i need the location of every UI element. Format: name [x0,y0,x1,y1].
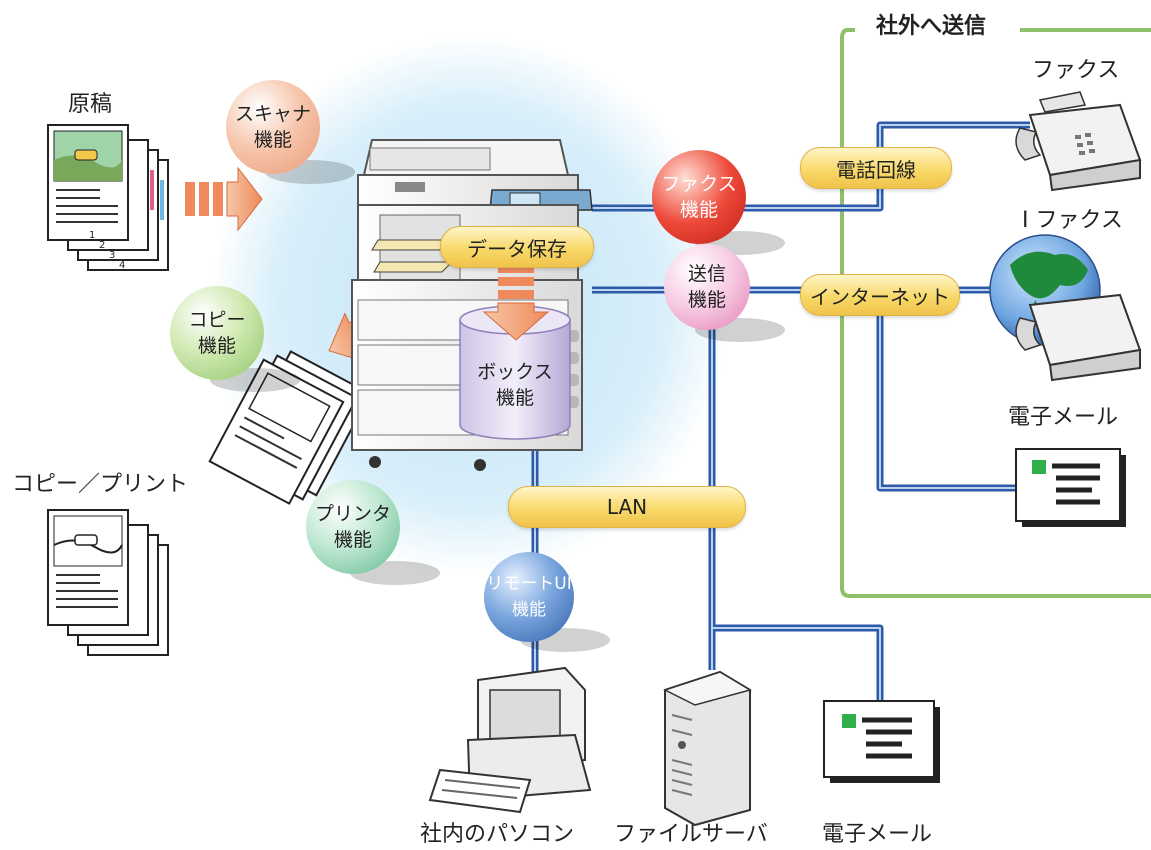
send-ball-line-1: 送信 [687,263,726,285]
page-number-4: 4 [119,260,126,271]
printed-output-papers [208,350,372,505]
scanner-ball-line-1: スキャナ [234,103,311,125]
original-document-stack [47,124,169,271]
original-label: 原稿 [68,92,113,117]
email-internal-label: 電子メール [822,822,933,847]
printer-ball-line-1: プリンタ [314,503,391,525]
lan-pill: LAN [508,486,746,528]
copy-print-stack [47,509,169,656]
send-ball-line-2: 機能 [687,289,726,311]
remote-ui-function-ball: リモートUI 機能 [484,552,574,642]
remote-ui-ball-line-2: 機能 [512,600,546,620]
box-function-label: ボックス 機能 [462,350,568,420]
fax-machine [1015,91,1142,192]
internet-pill: インターネット [800,274,960,316]
scanner-ball-line-2: 機能 [253,129,292,151]
fax-function-ball: ファクス 機能 [652,150,746,244]
internet-fax [989,234,1142,382]
email-external-icon [1015,448,1126,527]
file-server [663,670,752,827]
printer-ball-line-2: 機能 [333,529,372,551]
fax-destination-label: ファクス [1032,58,1120,83]
email-external-label: 電子メール [1008,405,1119,430]
file-server-label: ファイルサーバ [614,822,768,847]
page-number-2: 2 [99,240,106,251]
box-label-line-1: ボックス [477,361,553,383]
data-save-arrow [482,264,550,341]
data-save-pill: データ保存 [440,226,594,268]
send-function-ball: 送信 機能 [664,244,750,330]
external-send-title: 社外へ送信 [868,14,995,40]
email-internal-icon [823,700,940,783]
fax-ball-line-2: 機能 [679,199,718,221]
phone-line-pill: 電話回線 [800,147,952,189]
pc-label: 社内のパソコン [420,822,575,847]
pc-workstation [428,666,592,814]
scanner-function-ball: スキャナ 機能 [226,80,320,174]
copy-ball-line-2: 機能 [197,335,236,357]
remote-ui-ball-line-1: リモートUI [486,574,572,594]
copy-function-ball: コピー 機能 [170,286,264,380]
scan-input-arrow [185,166,263,232]
page-number-3: 3 [109,250,116,261]
ifax-destination-label: I ファクス [1022,208,1123,233]
copy-ball-line-1: コピー [188,309,246,331]
box-label-line-2: 機能 [495,387,534,409]
copy-print-label: コピー／プリント [12,472,189,497]
printer-function-ball: プリンタ 機能 [306,480,400,574]
fax-ball-line-1: ファクス [661,173,737,195]
page-number-1: 1 [89,230,96,241]
